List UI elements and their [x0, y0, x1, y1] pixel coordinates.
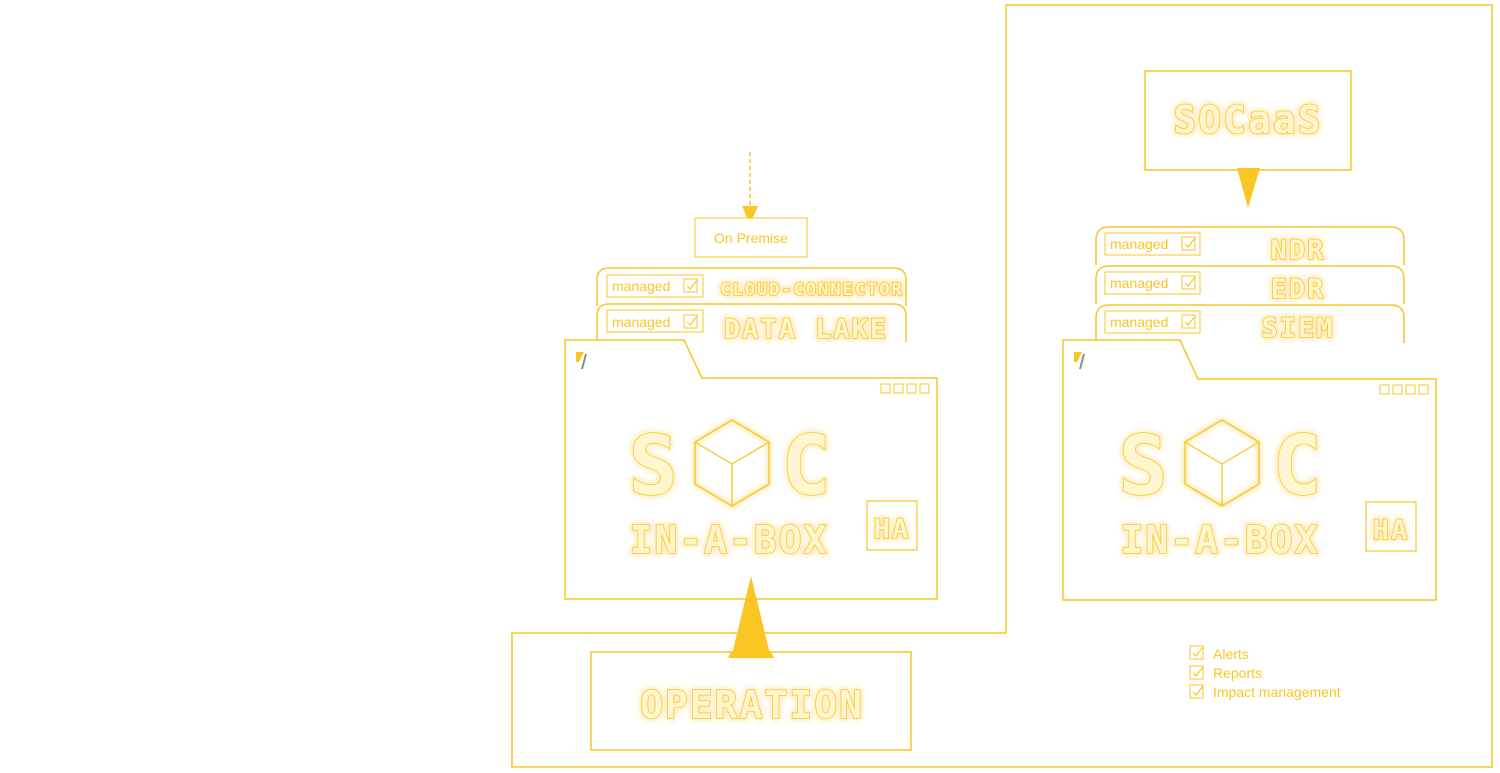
on-premise-box: On Premise [694, 217, 808, 258]
soc-logo-c: C [781, 419, 832, 514]
managed-label: managed [1110, 236, 1168, 252]
tab-name: SIEM [1261, 313, 1334, 344]
arrow-down-icon [1237, 168, 1260, 208]
left-tab-cloud-connector: managed CLOUD-CONNECTOR [596, 267, 907, 306]
soc-logo-s: S [628, 419, 679, 514]
managed-label: managed [1110, 275, 1168, 291]
left-soc-folder: S C IN-A-BOX HA [564, 339, 938, 600]
tab-name: NDR [1271, 235, 1326, 266]
arrow-down-icon [742, 206, 758, 224]
feature-label: Alerts [1213, 646, 1249, 662]
soc-logo-c: C [1272, 419, 1323, 514]
soc-logo-subtitle: IN-A-BOX [1120, 518, 1319, 562]
checkbox-icon [1189, 684, 1204, 699]
soc-logo-s: S [1118, 419, 1169, 514]
socaas-box: SOCaaS [1144, 70, 1352, 171]
window-controls-icon [1379, 384, 1429, 395]
feature-label: Impact management [1213, 684, 1341, 700]
feature-label: Reports [1213, 665, 1262, 681]
operation-label: OPERATION [640, 683, 864, 727]
right-tab-siem: managed SIEM [1095, 304, 1405, 345]
tab-name: CLOUD-CONNECTOR [720, 280, 904, 300]
ha-badge: HA [1373, 515, 1410, 546]
socaas-label: SOCaaS [1173, 98, 1322, 142]
ha-badge: HA [874, 514, 911, 545]
right-tab-edr: managed EDR [1095, 265, 1405, 306]
left-tab-data-lake: managed DATA LAKE [596, 303, 907, 346]
managed-label: managed [612, 278, 670, 294]
operation-box: OPERATION [590, 651, 912, 751]
managed-label: managed [612, 314, 670, 330]
arrow-up-icon [731, 576, 771, 658]
checkbox-icon [1189, 645, 1204, 660]
right-soc-folder: S C IN-A-BOX HA [1062, 339, 1437, 601]
window-controls-icon [880, 383, 930, 394]
managed-label: managed [1110, 314, 1168, 330]
feature-item: Impact management [1189, 684, 1341, 700]
soc-logo-subtitle: IN-A-BOX [629, 518, 828, 562]
connection-frame [511, 4, 1493, 768]
on-premise-label: On Premise [714, 230, 788, 246]
tab-name: DATA LAKE [724, 314, 888, 345]
feature-item: Alerts [1189, 645, 1249, 662]
checkbox-icon [1189, 665, 1204, 680]
tab-name: EDR [1271, 274, 1326, 305]
feature-list: Alerts Reports Impact management [1189, 645, 1341, 700]
right-tab-ndr: managed NDR [1095, 226, 1405, 267]
feature-item: Reports [1189, 665, 1262, 681]
